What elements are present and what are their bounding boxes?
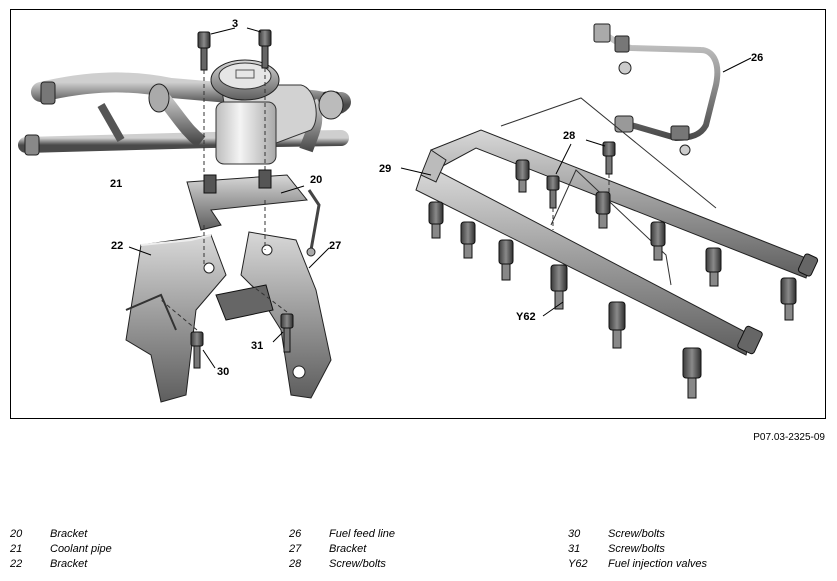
- screw-3-right: [258, 29, 272, 180]
- injector: [428, 201, 444, 239]
- legend-item: 20 Bracket: [10, 527, 112, 542]
- figure-id: P07.03-2325-09: [753, 432, 825, 443]
- legend-number: Y62: [568, 558, 588, 570]
- legend-label: Bracket: [50, 528, 88, 540]
- callout-27: 27: [329, 240, 342, 252]
- callout-20: 20: [310, 174, 323, 186]
- injector: [515, 159, 530, 193]
- legend-label: Screw/bolts: [608, 528, 665, 540]
- legend-item: Y62 Fuel injection valves: [568, 557, 707, 572]
- legend-number: 21: [10, 543, 23, 555]
- legend-number: 22: [10, 558, 23, 570]
- coolant-reservoir: [210, 59, 317, 165]
- legend-label: Screw/bolts: [608, 543, 665, 555]
- legend-number: 30: [568, 528, 581, 540]
- screw-3-left: [197, 31, 211, 185]
- screw-28-left: [546, 175, 560, 230]
- injector: [550, 264, 568, 310]
- legend-column-2: 26 Fuel feed line 27 Bracket 28 Screw/bolts: [289, 527, 395, 572]
- legend-label: Screw/bolts: [329, 558, 386, 570]
- injector: [705, 247, 722, 287]
- callout-22: 22: [111, 240, 124, 252]
- legend-item: 30 Screw/bolts: [568, 527, 707, 542]
- legend-label: Bracket: [329, 543, 367, 555]
- injector: [460, 221, 476, 259]
- callout-28: 28: [563, 130, 576, 142]
- injector: [595, 191, 611, 229]
- injector: [780, 277, 797, 321]
- injector: [608, 301, 626, 349]
- bracket-22: [125, 225, 227, 403]
- legend-number: 28: [289, 558, 302, 570]
- injector: [650, 221, 666, 261]
- legend-number: 31: [568, 543, 581, 555]
- coolant-pipe-assembly: [18, 72, 351, 156]
- fuel-feed-line-26: [593, 23, 721, 156]
- legend-label: Fuel feed line: [329, 528, 396, 540]
- diagram-frame: 3 20 21 22 26 27 28 29 30 31 Y62: [10, 9, 826, 419]
- legend-item: 28 Screw/bolts: [289, 557, 395, 572]
- callout-29: 29: [379, 163, 392, 175]
- screw-31: [250, 284, 294, 353]
- legend-item: 26 Fuel feed line: [289, 527, 395, 542]
- legend-number: 26: [289, 528, 302, 540]
- exploded-view-illustration: [18, 23, 819, 403]
- legend-item: 21 Coolant pipe: [10, 542, 112, 557]
- callout-31: 31: [251, 340, 264, 352]
- legend-item: 27 Bracket: [289, 542, 395, 557]
- callout-26: 26: [751, 52, 764, 64]
- legend-number: 27: [289, 543, 302, 555]
- injector: [682, 347, 702, 399]
- fuel-injection-valves: [428, 159, 797, 399]
- legend-number: 20: [10, 528, 23, 540]
- legend-label: Bracket: [50, 558, 88, 570]
- bracket-20: [186, 169, 321, 257]
- callout-30: 30: [217, 366, 230, 378]
- callout-y62: Y62: [516, 311, 536, 323]
- legend-label: Coolant pipe: [50, 543, 112, 555]
- screw-30: [160, 299, 204, 369]
- legend-item: 31 Screw/bolts: [568, 542, 707, 557]
- legend-item: 22 Bracket: [10, 557, 112, 572]
- callout-21: 21: [110, 178, 123, 190]
- legend-label: Fuel injection valves: [608, 558, 708, 570]
- callout-3: 3: [232, 18, 239, 30]
- injector: [498, 239, 514, 281]
